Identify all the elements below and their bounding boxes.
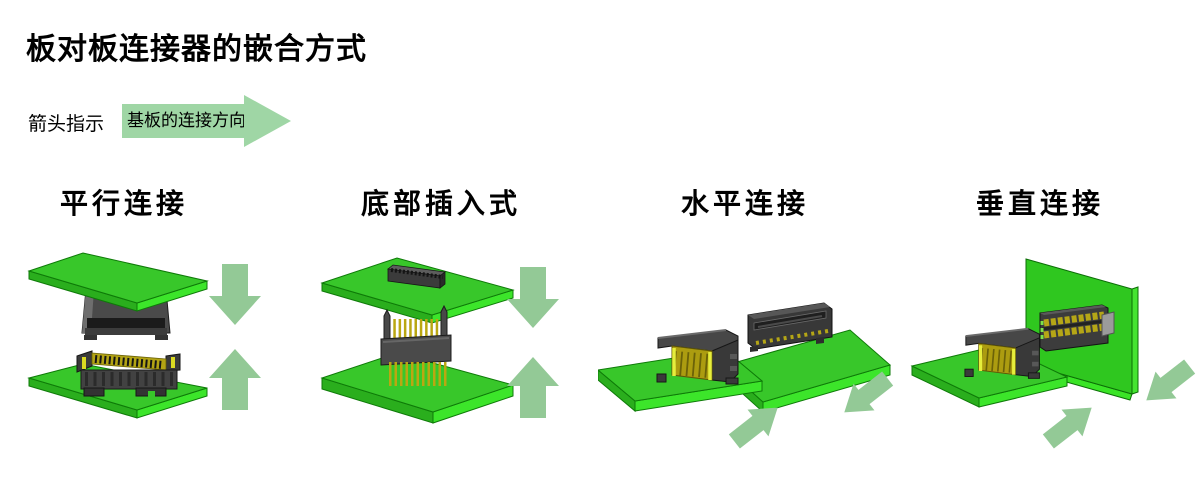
top-pcb-board: [320, 257, 515, 324]
up-right-arrow-icon: [1037, 394, 1103, 455]
vertical-connection-diagram: [910, 258, 1200, 455]
up-arrow-icon: [209, 349, 261, 410]
up-arrow-icon: [507, 357, 559, 418]
down-arrow-icon: [507, 267, 559, 328]
bottom-entry-connection-diagram: [320, 257, 559, 424]
section-label-parallel: 平行连接: [59, 188, 188, 219]
section-label-vertical: 垂直连接: [975, 188, 1104, 219]
legend-direction-arrow-icon: 基板的连接方向: [122, 104, 246, 138]
pin-header-connector: [380, 304, 452, 386]
wall-mounted-connector: [1040, 305, 1114, 351]
legend-prefix-label: 箭头指示: [28, 114, 105, 135]
page-title: 板对板连接器的嵌合方式: [26, 33, 367, 66]
down-left-arrow-icon: [1135, 353, 1200, 414]
top-pcb-board: [27, 252, 209, 312]
horizontal-connection-diagram: [598, 301, 899, 455]
bottom-connector: [76, 350, 181, 397]
legend-direction-arrow-head: [244, 95, 291, 147]
section-label-horizontal: 水平连接: [680, 188, 809, 219]
section-label-bottom-entry: 底部插入式: [360, 188, 521, 219]
socket-strip-connector: [387, 264, 446, 289]
down-arrow-icon: [209, 264, 261, 325]
parallel-connection-diagram: [27, 252, 261, 419]
